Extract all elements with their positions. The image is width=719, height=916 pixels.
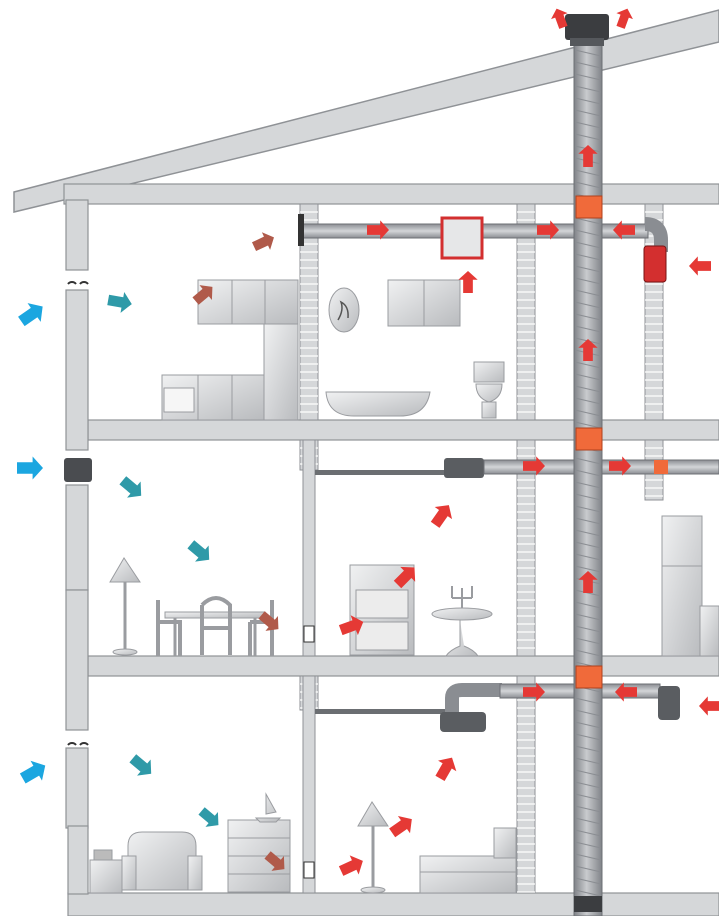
indoor-air-arrow (119, 476, 142, 498)
middle-slab (87, 655, 719, 677)
bathroom-mirror (328, 287, 360, 333)
trickle-vent-upper (67, 281, 89, 285)
fresh-air-arrow-upper (18, 303, 43, 327)
exhaust-arrow-duct (523, 682, 545, 702)
duct-system (298, 14, 719, 916)
exterior-wall (65, 199, 89, 895)
partition-posts (302, 439, 316, 894)
indoor-air-arrow (107, 292, 132, 313)
fridge (661, 515, 703, 657)
bathtub (325, 391, 431, 417)
ground-floor-duct-left (315, 709, 445, 714)
exhaust-arrow-duct (609, 456, 631, 476)
exhaust-arrow-room (389, 815, 412, 838)
furniture (89, 279, 719, 894)
transfer-arrow (264, 851, 285, 871)
exhaust-arrow-room (430, 505, 453, 528)
exhaust-arrow-roof-right (616, 8, 633, 29)
trickle-vent-lower (67, 742, 89, 746)
floor-lamp-dining (109, 557, 141, 583)
exhaust-arrow-duct (367, 220, 389, 240)
nightstand (89, 859, 123, 894)
exhaust-arrow-duct (613, 220, 635, 240)
side-table (431, 607, 493, 621)
kitchen-tall-cabinet (263, 323, 299, 421)
exhaust-arrow-room (435, 757, 457, 782)
indoor-air-arrow (187, 540, 210, 562)
exhaust-arrow-bathroom (699, 696, 719, 716)
fan-box-icon (444, 458, 484, 478)
toilet-bowl (475, 383, 503, 403)
floor-slabs (63, 183, 719, 916)
dining-table (164, 611, 266, 619)
transfer-grille-icon (303, 625, 315, 643)
ground-slab (67, 892, 719, 916)
armchair (127, 831, 197, 891)
wall-inlet-icon (64, 458, 92, 482)
upper-slab (87, 419, 719, 441)
fresh-air-arrow-middle (17, 456, 43, 480)
exhaust-arrow-duct (615, 682, 637, 702)
transfer-arrow (192, 285, 213, 305)
brick-column (516, 439, 536, 657)
roof (13, 9, 719, 213)
roof-cap-icon (565, 14, 609, 40)
exhaust-arrow-room (393, 566, 416, 589)
transfer-grille-ground (303, 861, 315, 879)
bed (419, 855, 517, 894)
tee-fitting-middle (575, 427, 603, 451)
indoor-air-arrow (129, 754, 152, 776)
tee-fitting-ground (575, 665, 603, 689)
exhaust-arrow-room (338, 855, 363, 876)
extract-fan-icon (440, 216, 484, 260)
dining-chair-left (156, 600, 182, 656)
attic-slab (63, 183, 719, 205)
exhaust-arrow-kitchen (689, 256, 711, 276)
brick-column (516, 203, 536, 421)
toilet-tank (473, 361, 505, 383)
telephone (93, 849, 113, 861)
kitchen-extract-unit (643, 245, 667, 283)
brick-column (516, 675, 536, 894)
brick-column (299, 203, 319, 421)
floor-lamp-bedroom (357, 801, 389, 827)
airflow-arrows (17, 8, 719, 876)
exhaust-arrow-duct (537, 220, 559, 240)
tee-fitting-top (575, 195, 603, 219)
indoor-air-arrow (198, 807, 219, 827)
transfer-arrow (251, 232, 274, 252)
exhaust-arrow-roof-left (551, 8, 568, 29)
exhaust-arrow-bath (458, 271, 478, 293)
sailboat-decor (254, 792, 282, 823)
kitchen-wall-cabinet (197, 279, 299, 325)
dining-chair-middle (200, 596, 232, 655)
fresh-air-arrow-lower (19, 760, 46, 784)
inlets (64, 281, 315, 879)
middle-floor-duct-left (315, 470, 445, 475)
exhaust-arrow-room (338, 615, 364, 636)
exhaust-arrow-duct (523, 456, 545, 476)
bathroom-extract-unit (658, 686, 680, 720)
top-floor-duct (301, 223, 575, 239)
transfer-arrow (258, 611, 279, 631)
